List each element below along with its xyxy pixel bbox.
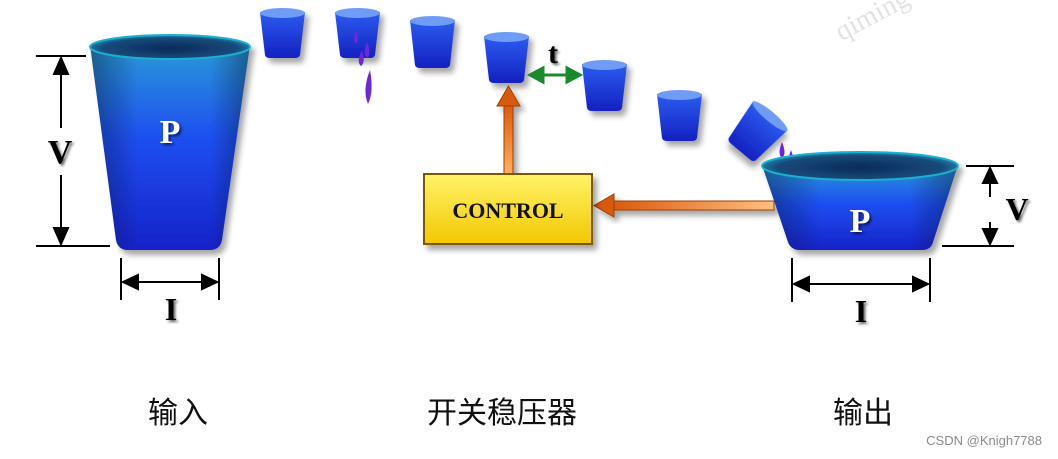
output-height-label: V [1005,191,1028,227]
control-label: CONTROL [452,198,563,223]
output-tank [761,151,959,250]
cup-6 [657,90,702,141]
control-box [423,173,593,245]
input-tank-label: P [160,114,181,151]
caption-output: 输出 [833,396,893,431]
cup-5 [582,60,627,111]
caption-input: 输入 [148,396,208,431]
output-to-control-arrow [592,193,775,218]
input-height-dimension [36,55,110,247]
input-tank [89,34,251,250]
interval-arrow [526,65,584,85]
water-drops-cup-2 [354,30,372,104]
cup-2 [335,8,380,58]
input-height-label: V [48,134,73,171]
csdn-watermark: CSDN @Knigh7788 [926,433,1042,448]
cup-3 [410,16,455,68]
output-tank-label: P [850,203,871,240]
output-height-dimension [942,165,1014,247]
output-width-dimension [791,258,931,302]
output-width-label: I [855,293,867,329]
input-width-label: I [165,291,177,327]
interval-label: t [548,37,558,70]
caption-regulator: 开关稳压器 [427,396,577,431]
input-width-dimension [120,258,220,300]
cup-1 [260,8,305,58]
cup-7-tipping [728,101,788,162]
control-to-cup-arrow [496,84,521,175]
cup-4 [484,32,529,83]
